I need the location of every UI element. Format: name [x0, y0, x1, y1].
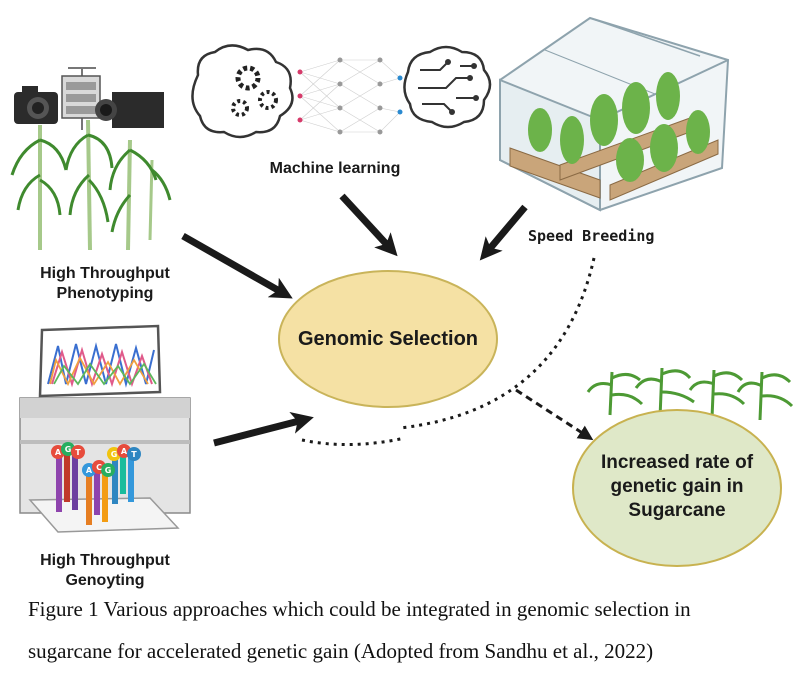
genotyping-label: High Throughput Genoyting — [10, 551, 200, 591]
genotyping-label-line1: High Throughput — [40, 552, 170, 569]
dna-letter: A — [86, 466, 93, 475]
outcome-label: Increased rate of genetic gain in Sugarc… — [585, 451, 769, 523]
dotted-curve-speed — [399, 257, 596, 430]
camera-icon — [14, 86, 58, 124]
neural-network-icon — [297, 57, 403, 135]
machine-learning-illustration — [191, 44, 492, 139]
dna-letter: G — [65, 445, 72, 454]
dna-letter: G — [105, 466, 112, 475]
genomic-selection-label: Genomic Selection — [297, 328, 479, 350]
monitor-chromatogram-icon — [38, 324, 162, 398]
dna-letter: G — [111, 450, 118, 459]
outcome-node — [572, 409, 782, 567]
genotyping-illustration: A G T A C G G A T — [19, 324, 191, 533]
outcome-label-line1: Increased rate of — [600, 452, 754, 473]
arrows — [181, 193, 596, 447]
dashed-arrow-genomic-to-outcome — [515, 388, 594, 441]
circuit-brain-icon — [403, 45, 492, 129]
arrow-phenotyping-to-genomic — [181, 232, 293, 299]
genotyping-label-line2: Genoyting — [65, 572, 145, 589]
phenotyping-illustration — [10, 67, 172, 251]
greenhouse-illustration — [499, 16, 730, 212]
figure-caption-line2: sugarcane for accelerated genetic gain (… — [28, 639, 654, 663]
dotted-curve-genotyping — [301, 436, 406, 447]
phenotyping-label: High Throughput Phenotyping — [10, 264, 200, 304]
machine-learning-label: Machine learning — [269, 160, 401, 177]
sugarcane-plants-icon — [10, 119, 172, 251]
arrow-ml-to-genomic — [339, 193, 398, 257]
outcome-label-line3: Sugarcane — [628, 500, 726, 521]
industrial-camera-icon — [95, 92, 164, 128]
dna-letter: C — [96, 463, 102, 472]
outcome-label-line2: genetic gain in — [610, 476, 744, 497]
dna-letter: A — [121, 447, 128, 456]
arrow-speed-to-genomic — [479, 204, 528, 261]
dna-letter: T — [131, 450, 137, 459]
arrow-genotyping-to-genomic — [213, 411, 314, 447]
phenotyping-label-line2: Phenotyping — [56, 285, 154, 302]
figure-caption-line1: Figure 1 Various approaches which could … — [28, 597, 691, 621]
dna-letter: T — [75, 448, 81, 457]
genomic-selection-node — [278, 270, 498, 408]
brain-gears-icon — [191, 44, 294, 139]
sugarcane-row-icon — [586, 367, 794, 421]
dna-letter: A — [55, 448, 62, 457]
speed-breeding-label: Speed Breeding — [528, 227, 655, 245]
phenotyping-label-line1: High Throughput — [40, 265, 170, 282]
dna-probes-icon: A G T A C G G A T — [51, 442, 141, 525]
